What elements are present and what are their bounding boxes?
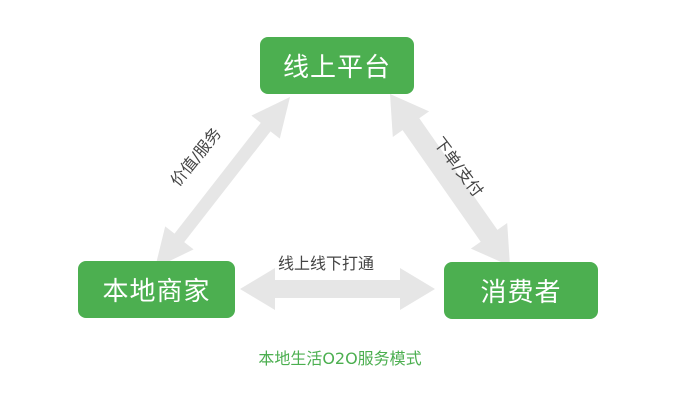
arrow-platform-consumer — [390, 94, 510, 266]
arrow-merchant-platform — [155, 97, 290, 268]
node-consumer: 消费者 — [444, 262, 598, 319]
node-local-merchant: 本地商家 — [78, 261, 235, 318]
node-consumer-label: 消费者 — [480, 278, 562, 308]
node-online-platform-label: 线上平台 — [282, 53, 391, 83]
node-online-platform: 线上平台 — [260, 37, 414, 94]
arrow-merchant-consumer — [240, 268, 435, 310]
node-local-merchant-label: 本地商家 — [102, 277, 211, 307]
edge-label-online-offline: 线上线下打通 — [278, 254, 375, 273]
diagram-caption: 本地生活O2O服务模式 — [258, 349, 422, 368]
